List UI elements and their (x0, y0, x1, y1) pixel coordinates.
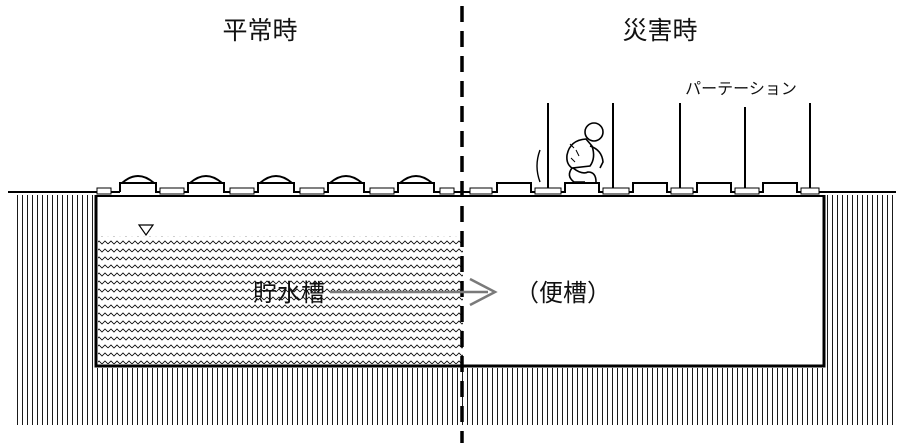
soil-right (824, 195, 894, 425)
partition-label: パーテーション (685, 79, 797, 98)
tank-outline (94, 195, 826, 368)
soil-left (14, 195, 96, 425)
partition-poles (547, 103, 811, 188)
water-level-marker (137, 224, 155, 237)
water-tank-label: 貯水槽 (253, 279, 325, 307)
normal-time-label: 平常時 (222, 16, 297, 45)
manhole-lids (119, 175, 435, 184)
soil-hatching (14, 195, 894, 425)
arrow-right-icon (330, 277, 498, 307)
soil-bottom (96, 368, 824, 425)
toilet-tank-label: （便槽） (515, 279, 611, 307)
disaster-time-label: 災害時 (622, 16, 697, 45)
water-fill (98, 236, 463, 364)
person-icon (536, 122, 604, 183)
